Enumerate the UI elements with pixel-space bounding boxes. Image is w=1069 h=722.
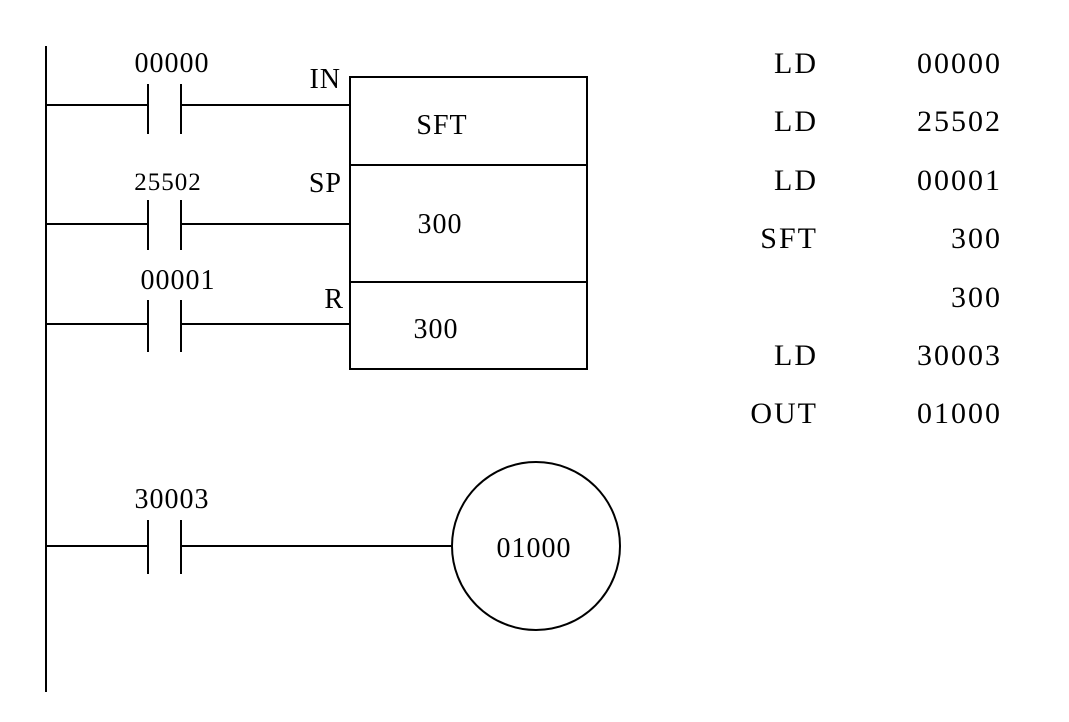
- mnemonic-op: SFT: [760, 222, 818, 256]
- rung-2: 25502: [46, 169, 350, 250]
- rung-4: 30003 01000: [46, 461, 621, 631]
- pin-label-r: R: [324, 284, 344, 315]
- contact-label-30003: 30003: [135, 484, 210, 515]
- mnemonic-row: 300: [700, 274, 1010, 332]
- mnemonic-arg: 300: [951, 222, 1002, 256]
- mnemonic-arg: 00001: [917, 163, 1002, 197]
- contact-label-00000: 00000: [135, 48, 210, 79]
- mnemonic-row: LD 00000: [700, 40, 1010, 98]
- output-coil-label: 01000: [497, 533, 572, 564]
- mnemonic-listing: LD 00000 LD 25502 LD 00001 SFT 300 300 L…: [700, 40, 1010, 449]
- mnemonic-row: SFT 300: [700, 215, 1010, 273]
- mnemonic-row: LD 00001: [700, 157, 1010, 215]
- mnemonic-row: LD 25502: [700, 98, 1010, 156]
- mnemonic-arg: 30003: [917, 338, 1002, 372]
- mnemonic-op: LD: [774, 47, 818, 80]
- mnemonic-op: LD: [774, 163, 818, 197]
- mnemonic-arg: 25502: [917, 105, 1002, 139]
- rung-3: 00001: [46, 265, 350, 352]
- mnemonic-op: LD: [774, 105, 818, 139]
- pin-label-sp: SP: [309, 168, 342, 199]
- mnemonic-arg: 01000: [917, 397, 1002, 431]
- pin-label-in: IN: [309, 64, 341, 95]
- mnemonic-row: LD 30003: [700, 332, 1010, 390]
- sft-instruction-label: SFT: [416, 110, 467, 141]
- mnemonic-op: OUT: [750, 397, 818, 431]
- rung-1: 00000: [46, 48, 350, 134]
- mnemonic-row: OUT 01000: [700, 390, 1010, 448]
- sft-block-frame: [349, 76, 588, 370]
- contact-label-00001: 00001: [141, 265, 216, 296]
- mnemonic-arg: 300: [951, 280, 1002, 314]
- sft-block: SFT 300 300 IN SP R: [309, 64, 588, 370]
- contact-label-25502: 25502: [134, 169, 202, 196]
- mnemonic-op: LD: [774, 338, 818, 372]
- mnemonic-arg: 00000: [917, 47, 1002, 80]
- sft-start-word: 300: [418, 209, 463, 240]
- output-coil: [451, 461, 621, 631]
- sft-end-word: 300: [414, 314, 459, 345]
